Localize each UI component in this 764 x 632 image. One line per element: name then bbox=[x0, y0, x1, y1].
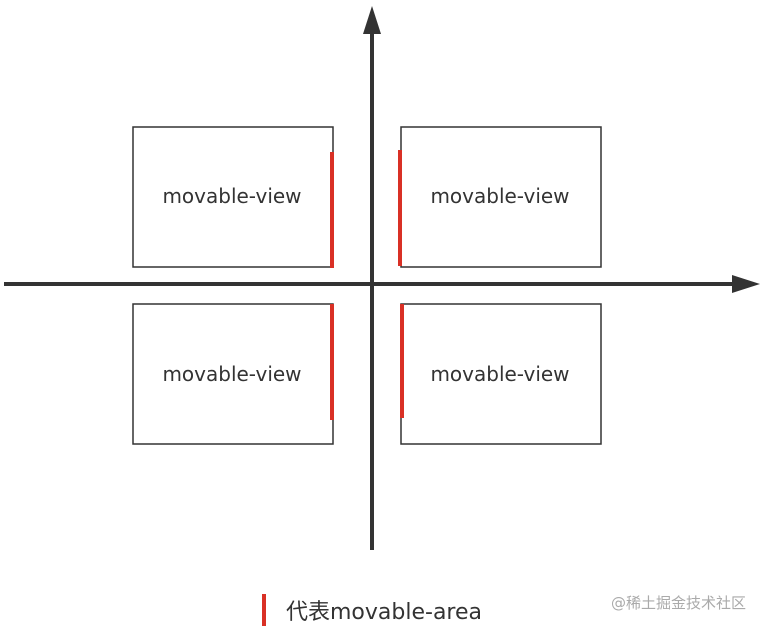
watermark: @稀土掘金技术社区 bbox=[610, 594, 746, 612]
x-axis-arrowhead bbox=[732, 275, 760, 293]
y-axis-arrowhead bbox=[363, 6, 381, 34]
box-label-bottom-right: movable-view bbox=[430, 362, 569, 386]
legend-red-marker-swatch bbox=[262, 594, 266, 626]
box-label-top-right: movable-view bbox=[430, 184, 569, 208]
legend: 代表movable-area bbox=[262, 592, 482, 628]
legend-text: 代表movable-area bbox=[286, 600, 483, 625]
box-label-top-left: movable-view bbox=[162, 184, 301, 208]
box-label-bottom-left: movable-view bbox=[162, 362, 301, 386]
